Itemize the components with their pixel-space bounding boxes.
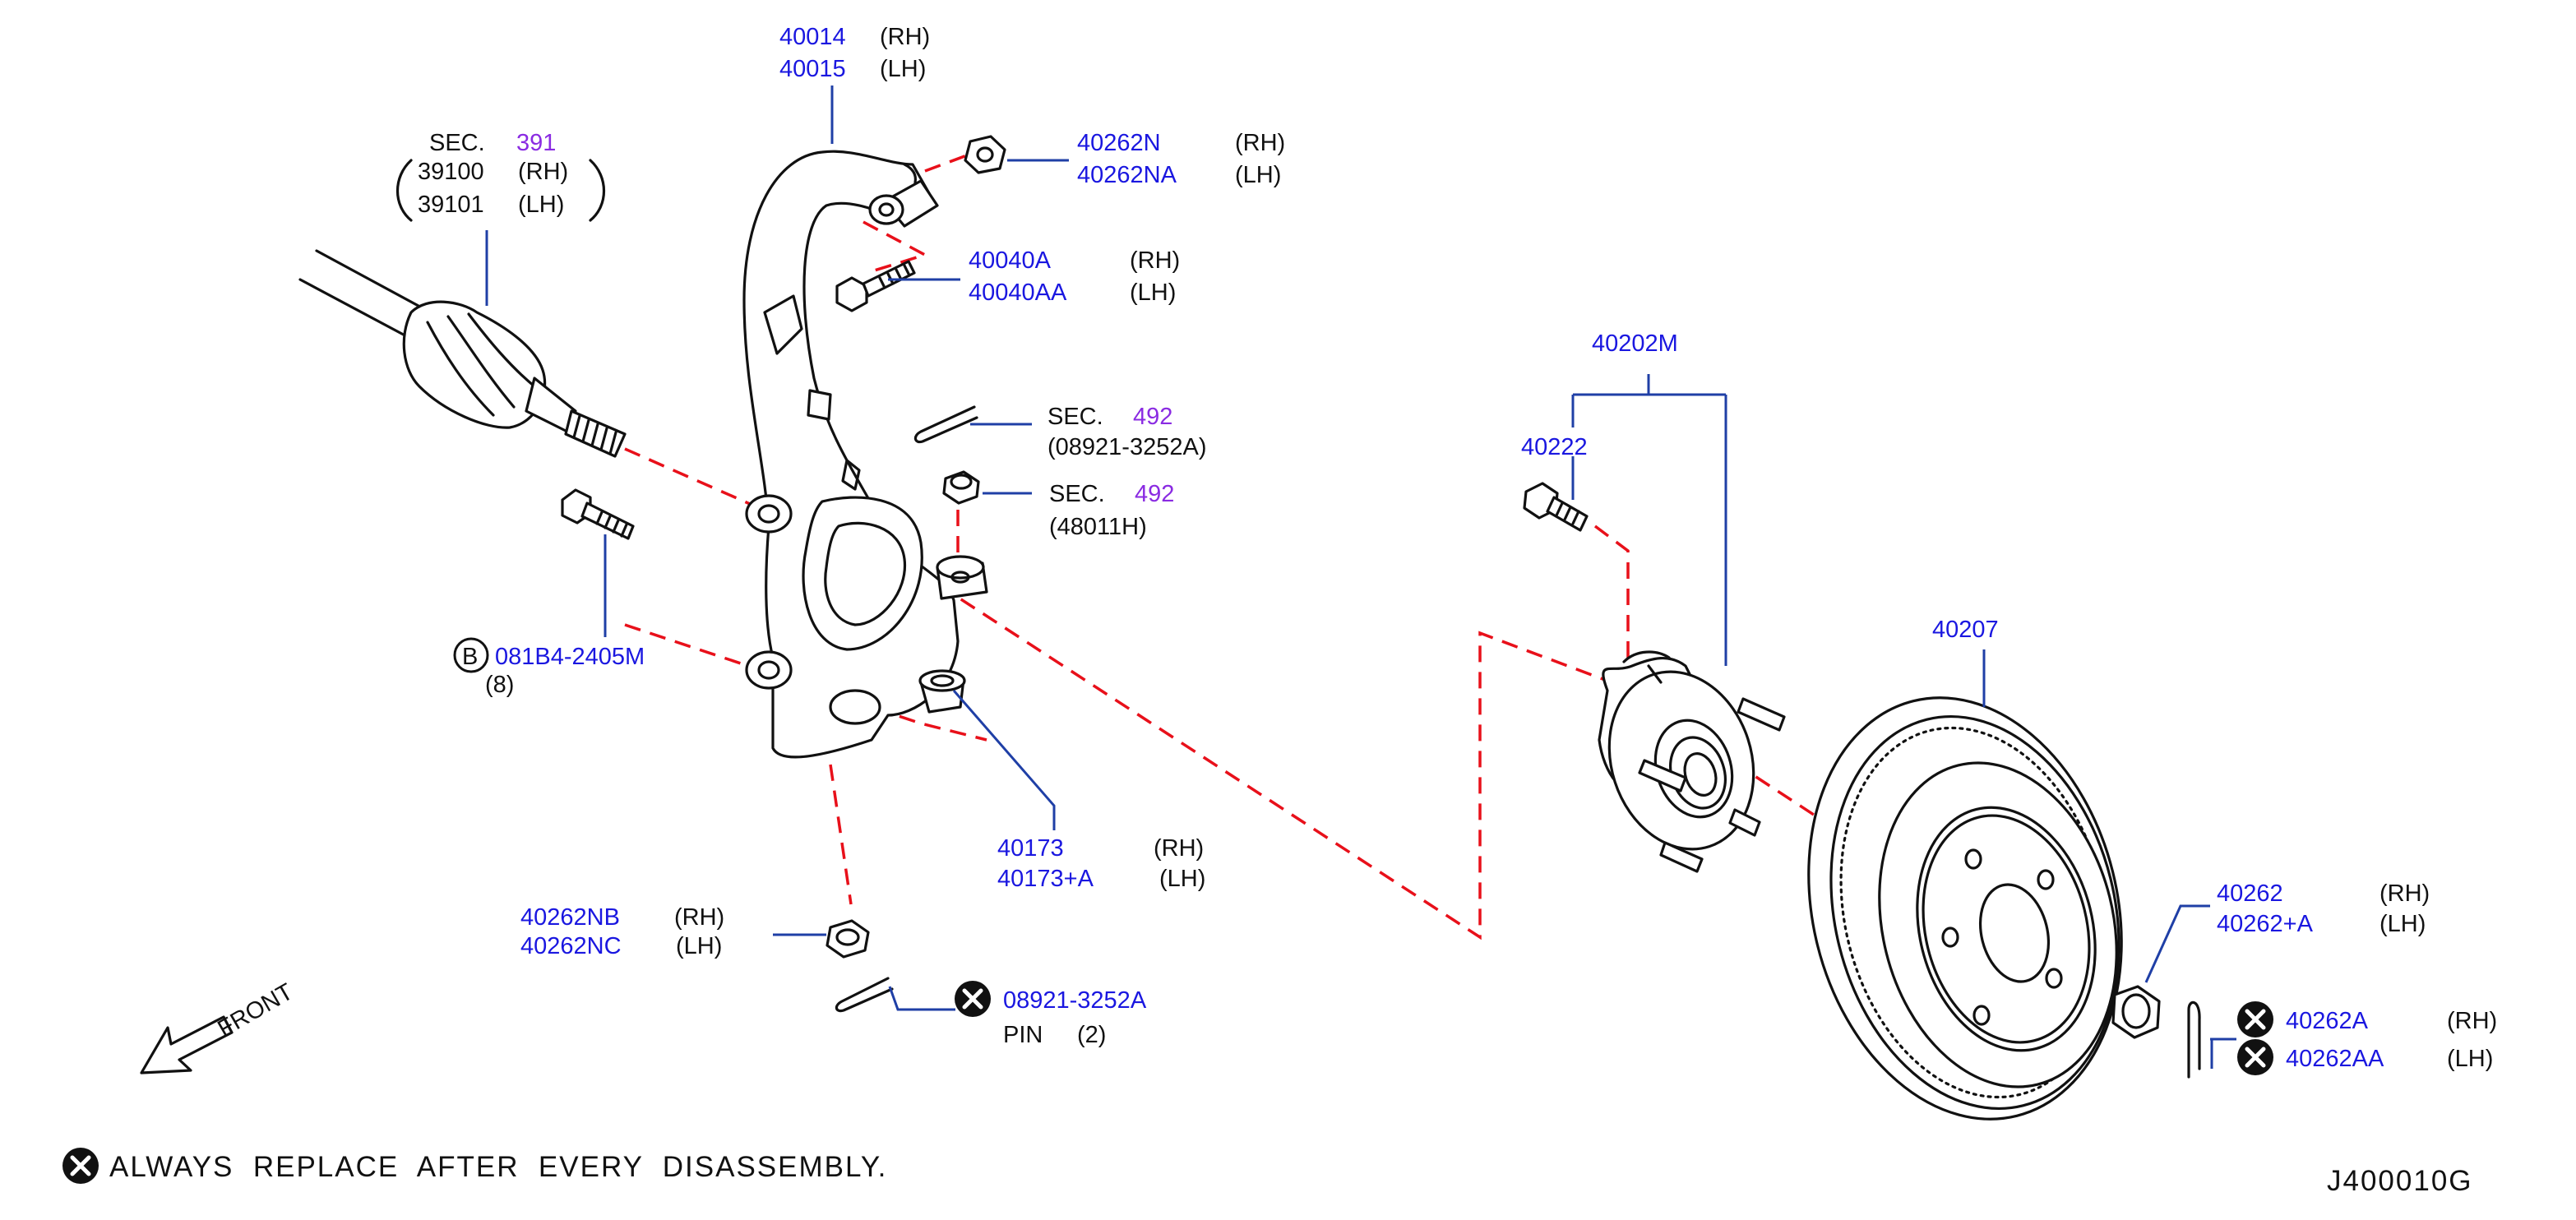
- upper-nut-rh-side: (RH): [1235, 130, 1285, 156]
- pin-sec-word: SEC.: [1048, 404, 1103, 430]
- hub-cotter-lh-side: (LH): [2447, 1046, 2493, 1072]
- lower-pin-number: 08921-3252A: [1003, 987, 1147, 1014]
- x-circle-icon: [2237, 1039, 2273, 1075]
- knuckle-rh-number: 40014: [779, 24, 846, 50]
- bushing-lh-number: 40173+A: [997, 866, 1094, 892]
- callout-wheel-stud: 40222: [1521, 434, 1588, 460]
- lower-nut-rh-number: 40262NB: [520, 904, 620, 931]
- front-label: FRONT: [214, 978, 298, 1042]
- cotter-pin-upper: [913, 405, 978, 444]
- driveshaft-lh-side: (LH): [518, 192, 564, 218]
- callout-driveshaft: SEC. 391 39100 (RH) 39101 (LH): [395, 130, 606, 222]
- hub-cotter-rh-side: (RH): [2447, 1008, 2497, 1034]
- bushing-rh-number: 40173: [997, 835, 1064, 862]
- driveshaft-sec-word: SEC.: [429, 130, 485, 156]
- callout-pin-sec: SEC. 492 (08921-3252A): [1048, 404, 1206, 460]
- hub-nut-rh-number: 40262: [2217, 880, 2283, 907]
- ball-joint-nut: [826, 919, 870, 959]
- upper-nut-lh-number: 40262NA: [1077, 162, 1177, 188]
- hub-nut: [2111, 985, 2161, 1039]
- nut-sec-part: (48011H): [1049, 514, 1147, 540]
- lower-pin-label: PIN: [1003, 1022, 1043, 1048]
- callout-lower-pin: 08921-3252A PIN (2): [955, 981, 1147, 1048]
- driveshaft-open-paren: [395, 159, 413, 222]
- x-circle-icon: [62, 1148, 99, 1184]
- leader-lines: [485, 85, 2236, 1069]
- replace-legend-text: ALWAYS REPLACE AFTER EVERY DISASSEMBLY.: [109, 1151, 887, 1183]
- driveshaft-sec-number: 391: [516, 130, 556, 156]
- callout-knuckle: 40014 (RH) 40015 (LH): [779, 24, 930, 82]
- hub-cotter-rh-number: 40262A: [2286, 1008, 2369, 1034]
- hub-nut-lh-number: 40262+A: [2217, 911, 2314, 937]
- pin-sec-number: 492: [1133, 404, 1172, 430]
- flange-bolt: [561, 488, 635, 540]
- front-arrow-icon: [140, 1015, 234, 1074]
- x-circle-icon: [2237, 1001, 2273, 1037]
- callout-hub-cotter: 40262A (RH) 40262AA (LH): [2237, 1001, 2497, 1075]
- hub-cotter-pin: [2187, 1000, 2201, 1079]
- knuckle-lh-side: (LH): [880, 56, 926, 82]
- upper-nut-rh-number: 40262N: [1077, 130, 1161, 156]
- pin-sec-part: (08921-3252A): [1048, 434, 1206, 460]
- callout-bushing: 40173 (RH) 40173+A (LH): [997, 835, 1205, 892]
- drive-shaft: [298, 249, 627, 458]
- bushing-rh-side: (RH): [1154, 835, 1204, 862]
- upper-bolt-lh-number: 40040AA: [969, 280, 1067, 306]
- brake-rotor: [1807, 696, 2123, 1121]
- knuckle-lh-number: 40015: [779, 56, 846, 82]
- tie-rod-nut: [942, 470, 980, 505]
- front-indicator: FRONT: [140, 978, 298, 1074]
- bolt-qty: (8): [485, 672, 514, 698]
- lower-nut-lh-number: 40262NC: [520, 933, 622, 959]
- b-circle-icon: [453, 637, 489, 673]
- knuckle-upper-nut: [964, 135, 1006, 174]
- driveshaft-rh-number: 39100: [418, 159, 484, 185]
- bolt-number: 081B4-2405M: [495, 644, 645, 670]
- knuckle-rh-side: (RH): [880, 24, 930, 50]
- lower-bushing: [918, 669, 966, 714]
- upper-bolt-rh-number: 40040A: [969, 247, 1052, 274]
- hub-nut-rh-side: (RH): [2379, 880, 2430, 907]
- callout-lower-nut: 40262NB (RH) 40262NC (LH): [520, 904, 724, 959]
- lower-nut-lh-side: (LH): [676, 933, 722, 959]
- diagram-code: J400010G: [2327, 1165, 2473, 1197]
- cotter-pin-lower: [835, 977, 894, 1013]
- nut-sec-number: 492: [1135, 481, 1174, 507]
- callout-hub-nut: 40262 (RH) 40262+A (LH): [2217, 880, 2430, 937]
- callout-upper-bolt: 40040A (RH) 40040AA (LH): [969, 247, 1180, 306]
- steering-knuckle: [742, 150, 988, 759]
- hub-nut-lh-side: (LH): [2379, 911, 2426, 937]
- nut-sec-word: SEC.: [1049, 481, 1105, 507]
- wheel-stud-number: 40222: [1521, 434, 1588, 460]
- lower-nut-rh-side: (RH): [674, 904, 724, 931]
- callout-upper-nut: 40262N (RH) 40262NA (LH): [1077, 130, 1285, 188]
- bolt-circle-letter: B: [462, 644, 478, 670]
- upper-bolt-lh-side: (LH): [1130, 280, 1176, 306]
- footer-legend: ALWAYS REPLACE AFTER EVERY DISASSEMBLY. …: [62, 1148, 2473, 1197]
- driveshaft-close-paren: [589, 159, 606, 222]
- x-circle-icon: [955, 981, 991, 1017]
- driveshaft-rh-side: (RH): [518, 159, 568, 185]
- callout-flange-bolt: B 081B4-2405M (8): [453, 637, 645, 698]
- driveshaft-lh-number: 39101: [418, 192, 484, 218]
- callout-rotor: 40207: [1932, 617, 1999, 643]
- rotor-number: 40207: [1932, 617, 1999, 643]
- lower-pin-qty: (2): [1077, 1022, 1106, 1048]
- upper-nut-lh-side: (LH): [1235, 162, 1281, 188]
- upper-bolt-rh-side: (RH): [1130, 247, 1180, 274]
- callout-nut-sec: SEC. 492 (48011H): [1049, 481, 1174, 540]
- bushing-lh-side: (LH): [1159, 866, 1205, 892]
- callout-hub-assembly: 40202M: [1592, 330, 1678, 357]
- hub-assembly: [1523, 482, 1786, 873]
- hub-cotter-lh-number: 40262AA: [2286, 1046, 2384, 1072]
- hub-assembly-number: 40202M: [1592, 330, 1678, 357]
